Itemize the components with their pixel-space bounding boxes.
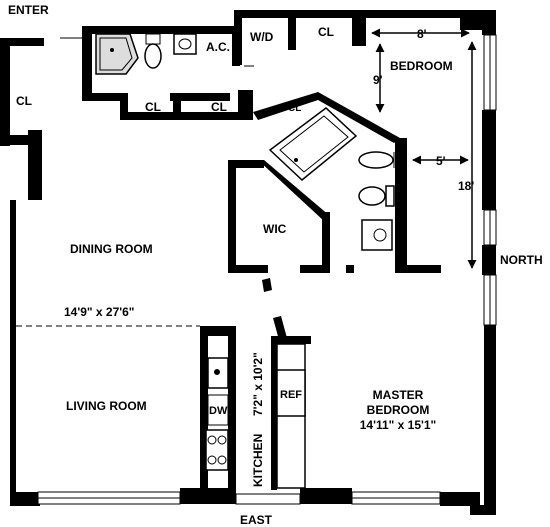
bedroom-width-dim: 8'	[417, 27, 427, 41]
walls	[0, 10, 496, 515]
ac-label: A.C.	[206, 40, 230, 54]
dishwasher-label: DW	[209, 405, 228, 417]
living-dining-dimensions: 14'9" x 27'6"	[64, 305, 134, 319]
closet-label-hall-1: CL	[145, 100, 161, 114]
dimension-lines	[371, 28, 477, 269]
fixtures	[60, 33, 395, 489]
kitchen-label: KITCHEN	[251, 434, 265, 487]
bedroom-length-dim: 18'	[458, 179, 474, 193]
wd-label: W/D	[250, 30, 274, 44]
east-label: EAST	[240, 513, 273, 527]
closet-label-hall-2: CL	[211, 100, 227, 114]
bath-offset-dim: 5'	[436, 154, 446, 168]
dining-room-label: DINING ROOM	[70, 242, 153, 256]
refrigerator-label: REF	[280, 389, 302, 401]
kitchen-dimensions: 7'2" x 10'2"	[251, 352, 265, 416]
bedroom-label: BEDROOM	[390, 59, 453, 73]
master-bedroom-label-1: MASTER	[373, 388, 424, 402]
bedroom-depth-dim: 9'	[373, 73, 383, 87]
windows	[37, 34, 497, 505]
closet-label-bath: CL	[288, 103, 301, 114]
wic-label: WIC	[263, 222, 287, 236]
master-bedroom-label-2: BEDROOM	[367, 403, 430, 417]
north-label: NORTH	[500, 253, 543, 267]
living-room-label: LIVING ROOM	[66, 399, 147, 413]
closet-label-left: CL	[16, 94, 32, 108]
closet-label-top: CL	[318, 25, 334, 39]
master-bedroom-dimensions: 14'11" x 15'1"	[360, 418, 436, 432]
enter-label: ENTER	[8, 3, 49, 17]
